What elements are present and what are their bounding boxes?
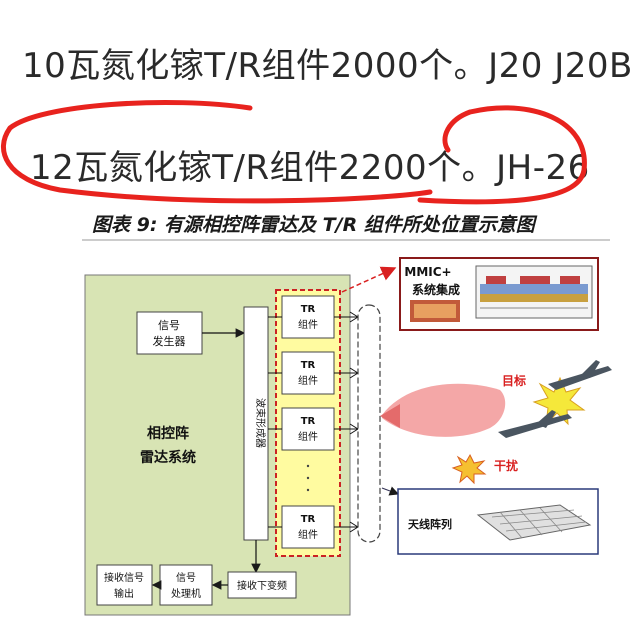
tr-module-3: TR 组件 [281, 407, 335, 451]
beamformer-box [243, 306, 269, 541]
output-box [96, 564, 153, 606]
tr-module-2: TR 组件 [281, 351, 335, 395]
aircraft-icon-1 [548, 360, 612, 390]
antenna-array-outline [357, 304, 381, 543]
beamformer-label: 波束形成器 [254, 398, 267, 448]
svg-text:接收信号: 接收信号 [104, 571, 144, 584]
svg-text:TR: TR [301, 360, 316, 371]
svg-text:输出: 输出 [114, 587, 134, 600]
hand-drawn-circle-left [0, 99, 433, 204]
svg-text:天线阵列: 天线阵列 [408, 517, 452, 531]
svg-text:组件: 组件 [298, 528, 318, 541]
jamming-label: 干扰 [494, 458, 518, 473]
svg-text:雷达系统: 雷达系统 [140, 449, 196, 466]
svg-text:MMIC+: MMIC+ [404, 265, 451, 279]
target-explosion-icon [532, 376, 586, 426]
svg-text:TR: TR [301, 514, 316, 525]
header-line-2: 12瓦氮化镓T/R组件2200个。JH-26 [30, 148, 590, 188]
svg-text:组件: 组件 [298, 318, 318, 331]
svg-text:组件: 组件 [298, 430, 318, 443]
svg-text:系统集成: 系统集成 [412, 282, 460, 297]
header-line-1: 10瓦氮化镓T/R组件2000个。J20 J20B [22, 46, 633, 86]
jamming-explosion-icon [451, 453, 487, 485]
svg-text:TR: TR [301, 416, 316, 427]
radar-beam [382, 383, 506, 437]
tr-module-1: TR 组件 [281, 295, 335, 339]
svg-text:处理机: 处理机 [171, 587, 201, 600]
figure-title: 图表 9: 有源相控阵雷达及 T/R 组件所处位置示意图 [92, 214, 535, 236]
svg-text:接收下变频: 接收下变频 [237, 579, 287, 592]
tr-module-4: TR 组件 [281, 505, 335, 549]
svg-text:TR: TR [301, 304, 316, 315]
svg-text:信号: 信号 [176, 572, 196, 584]
svg-text:信号: 信号 [158, 319, 180, 332]
signal-processor-box [159, 564, 213, 606]
hand-drawn-circle-right [417, 105, 587, 205]
svg-text:组件: 组件 [298, 374, 318, 387]
target-label: 目标 [502, 373, 526, 388]
aircraft-icon-2 [498, 410, 572, 438]
svg-text:发生器: 发生器 [153, 334, 186, 348]
radar-system-label: 相控阵 [147, 425, 189, 442]
